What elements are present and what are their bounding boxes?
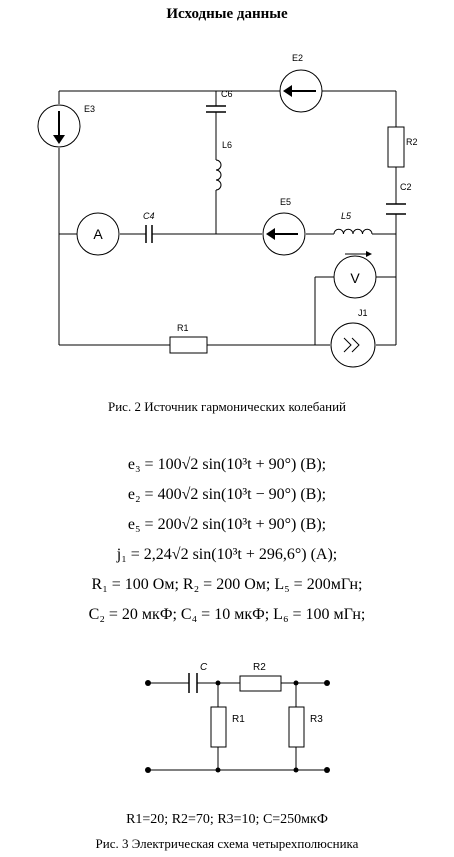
ammeter: A [76,212,120,256]
label-r1: R1 [177,323,189,333]
formula-e3: e₃ = 100√2 sin(10³t + 90°) (В); [127,456,327,473]
resistor-r1 [169,336,208,354]
label-c6: C6 [221,89,233,99]
source-e5 [262,212,306,256]
terminal-dots [145,680,330,773]
figure-2-circuit: E3 E2 C6 L6 A C4 E5 L5 R2 C2 [37,53,418,368]
formula-e2: e₂ = 400√2 sin(10³t − 90°) (В); [127,486,327,503]
label-r1-fig3: R1 [232,714,245,725]
label-e5: E5 [280,197,291,207]
label-c2: C2 [400,182,412,192]
formulas-block: e₃ = 100√2 sin(10³t + 90°) (В); e₂ = 400… [0,454,454,634]
formula-j1: j₁ = 2,24√2 sin(10³t + 296,6°) (А); [116,546,338,563]
formula-c-l-values: C₂ = 20 мкФ; C₄ = 10 мкФ; L₆ = 100 мГн; [88,606,366,623]
voltmeter-label: V [350,270,360,286]
label-r2-fig3: R2 [253,662,266,673]
source-e2 [279,69,323,113]
resistor-r2 [387,126,405,168]
page-title: Исходные данные [166,6,288,22]
figure-3-params: R1=20; R2=70; R3=10; C=250мкФ [126,812,328,827]
figure-3-circuit: C R2 R1 R3 [145,662,330,773]
ammeter-label: A [93,226,103,242]
label-r3-fig3: R3 [310,714,323,725]
resistor-r2-fig3 [239,675,282,692]
label-l6: L6 [222,140,232,150]
label-c4: C4 [143,211,155,221]
label-j1: J1 [358,308,368,318]
label-r2: R2 [406,137,418,147]
formula-r-values: R₁ = 100 Ом; R₂ = 200 Ом; L₅ = 200мГн; [91,576,363,593]
capacitor-c6 [206,105,226,113]
label-e3: E3 [84,104,95,114]
voltmeter: V [333,251,377,299]
resistor-r3-fig3 [288,706,305,748]
figure-2-caption: Рис. 2 Источник гармонических колебаний [107,399,347,414]
current-source-j1 [330,322,376,368]
figure-3-caption: Рис. 3 Электрическая схема четырехполюсн… [95,836,359,851]
capacitor-c4 [145,225,153,243]
resistor-r1-fig3 [210,706,227,748]
formula-e5: e₅ = 200√2 sin(10³t + 90°) (В); [127,516,327,533]
capacitor-c2 [386,203,406,215]
capacitor-c [188,673,198,693]
inductor-l5 [333,228,373,235]
label-c: C [200,662,208,673]
label-e2: E2 [292,53,303,63]
source-e3 [37,104,81,148]
inductor-l6 [215,159,222,191]
label-l5: L5 [341,211,352,221]
